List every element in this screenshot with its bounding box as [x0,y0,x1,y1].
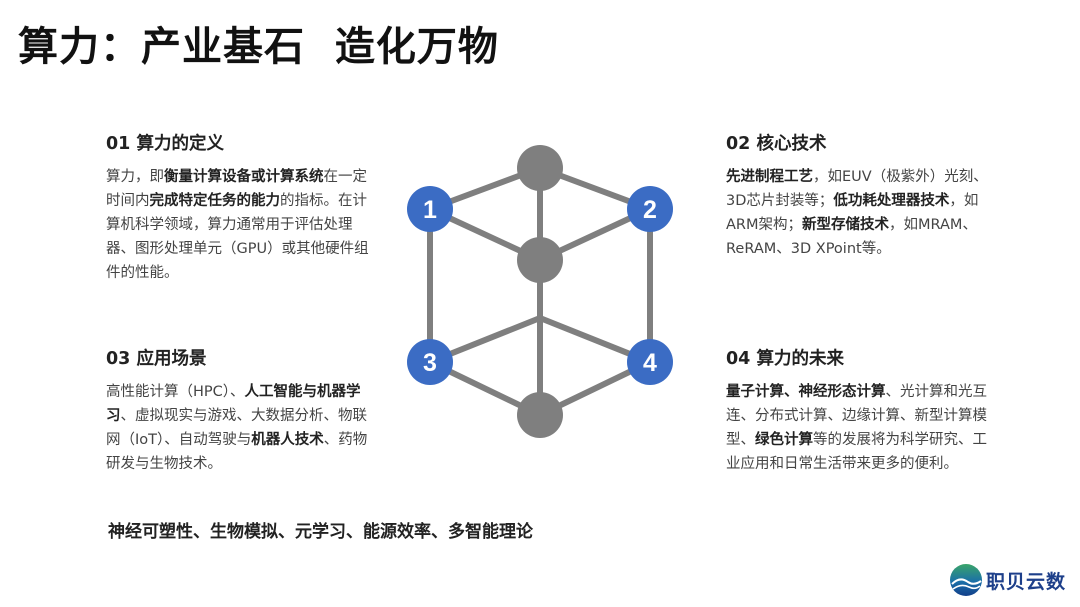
highlight-text: 量子计算、神经形态计算 [726,384,886,400]
page-title: 算力：产业基石 造化万物 [18,24,499,70]
section-future: 04 算力的未来 量子计算、神经形态计算、光计算和光互连、分布式计算、边缘计算、… [726,345,996,476]
node-4: 4 [627,339,673,385]
wave-globe-icon [950,564,982,596]
body-text: 在一定时间内 [106,169,367,209]
body-text: 、虚拟现实与游戏、大数据分析、物联网（IoT）、自动驾驶与 [106,408,367,448]
svg-text:4: 4 [643,349,657,377]
highlight-text: 衡量计算设备或计算系统 [164,169,324,185]
gray-node-bottom [517,392,563,438]
node-3: 3 [407,339,453,385]
highlight-text: 新型存储技术 [802,217,890,233]
body-text: ，如EUV（极紫外）光刻、3D芯片封装等； [726,169,988,209]
node-2: 2 [627,186,673,232]
section-heading: 02 核心技术 [726,134,827,154]
section-heading: 04 算力的未来 [726,349,844,369]
section-applications: 03 应用场景 高性能计算（HPC）、人工智能与机器学习、虚拟现实与游戏、大数据… [106,345,376,476]
svg-text:3: 3 [423,349,437,377]
section-body: 算力，即衡量计算设备或计算系统在一定时间内完成特定任务的能力的指标。在计算机科学… [106,165,376,285]
section-definition: 01 算力的定义 算力，即衡量计算设备或计算系统在一定时间内完成特定任务的能力的… [106,130,376,285]
brand-logo: 职贝云数 [948,562,1066,598]
body-text: 高性能计算（HPC）、 [106,384,245,400]
svg-text:2: 2 [643,196,657,224]
highlight-text: 人工智能与机器学习 [106,384,361,424]
body-text: ，如ARM架构； [726,193,979,233]
body-text: 算力，即 [106,169,164,185]
body-text: ，如MRAM、ReRAM、3D XPoint等。 [726,217,977,257]
section-body: 高性能计算（HPC）、人工智能与机器学习、虚拟现实与游戏、大数据分析、物联网（I… [106,380,376,476]
section-core-tech: 02 核心技术 先进制程工艺，如EUV（极紫外）光刻、3D芯片封装等；低功耗处理… [726,130,996,261]
body-text: 的指标。在计算机科学领域，算力通常用于评估处理器、图形处理单元（GPU）或其他硬… [106,193,369,281]
highlight-text: 先进制程工艺 [726,169,813,185]
gray-node-center [517,237,563,283]
diagram-edges [427,165,653,418]
section-body: 先进制程工艺，如EUV（极紫外）光刻、3D芯片封装等；低功耗处理器技术，如ARM… [726,165,996,261]
highlight-text: 低功耗处理器技术 [833,193,950,209]
logo-text: 职贝云数 [986,570,1067,593]
section-heading: 01 算力的定义 [106,134,224,154]
body-text: 、光计算和光互连、分布式计算、边缘计算、新型计算模型、 [726,384,987,448]
section-body: 量子计算、神经形态计算、光计算和光互连、分布式计算、边缘计算、新型计算模型、绿色… [726,380,996,476]
highlight-text: 完成特定任务的能力 [149,193,281,209]
svg-text:1: 1 [423,196,437,224]
node-1: 1 [407,186,453,232]
bottom-keywords: 神经可塑性、生物模拟、元学习、能源效率、多智能理论 [108,522,533,542]
gray-node-top [517,145,563,191]
body-text: 、药物研发与生物技术。 [106,432,368,472]
body-text: 等的发展将为科学研究、工业应用和日常生活带来更多的便利。 [726,432,987,472]
highlight-text: 机器人技术 [251,432,324,448]
section-heading: 03 应用场景 [106,349,207,369]
highlight-text: 绿色计算 [755,432,813,448]
